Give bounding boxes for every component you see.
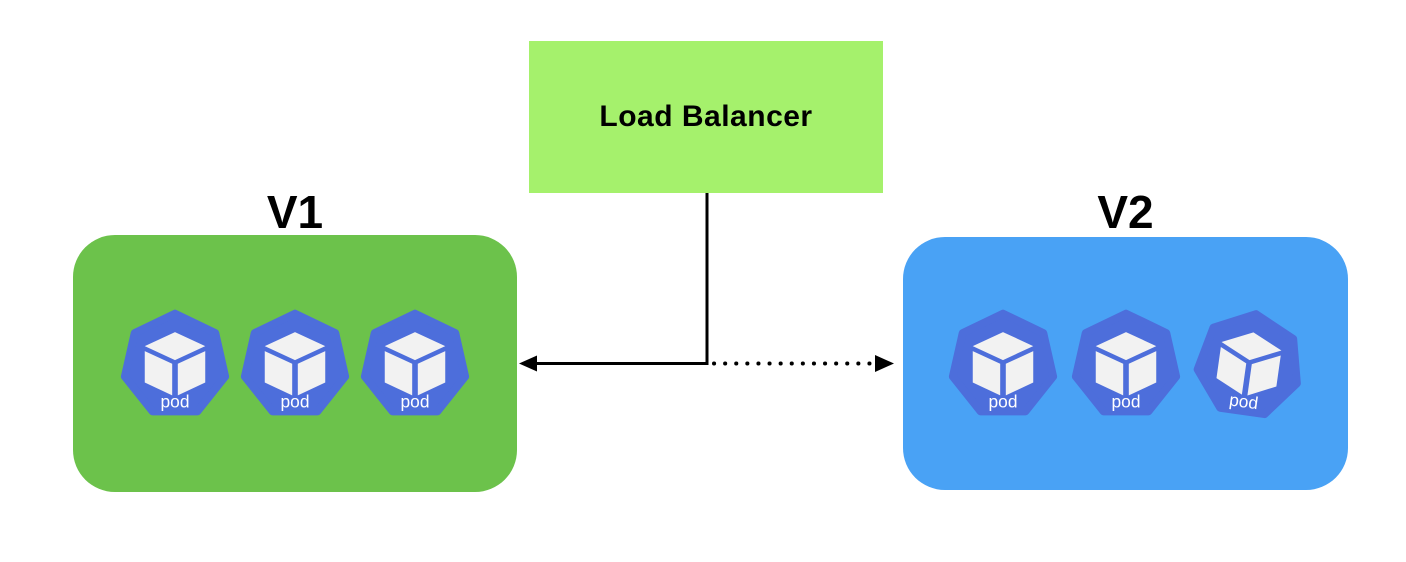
pod-icon: pod [119,308,231,420]
group-v2-label: V2 [1097,186,1154,238]
pod-label: pod [401,391,430,411]
group-v2-box: pod pod pod [903,237,1348,490]
load-balancer-box: Load Balancer [529,41,883,193]
pod-label: pod [1228,389,1259,413]
pod-label: pod [1111,391,1140,411]
pod-icon: pod [359,308,471,420]
arrowhead-right-icon [875,355,894,372]
pod-icon: pod [1070,308,1182,420]
load-balancer-label: Load Balancer [599,100,813,133]
pod-icon: pod [1185,300,1311,426]
group-v1-label: V1 [266,186,324,238]
group-v1-box: pod pod pod [73,235,517,492]
pod-label: pod [988,391,1017,411]
pod-label: pod [161,391,190,411]
arrowhead-left-icon [519,355,537,372]
pod-icon: pod [947,308,1059,420]
pod-label: pod [281,391,310,411]
pod-icon: pod [239,308,351,420]
